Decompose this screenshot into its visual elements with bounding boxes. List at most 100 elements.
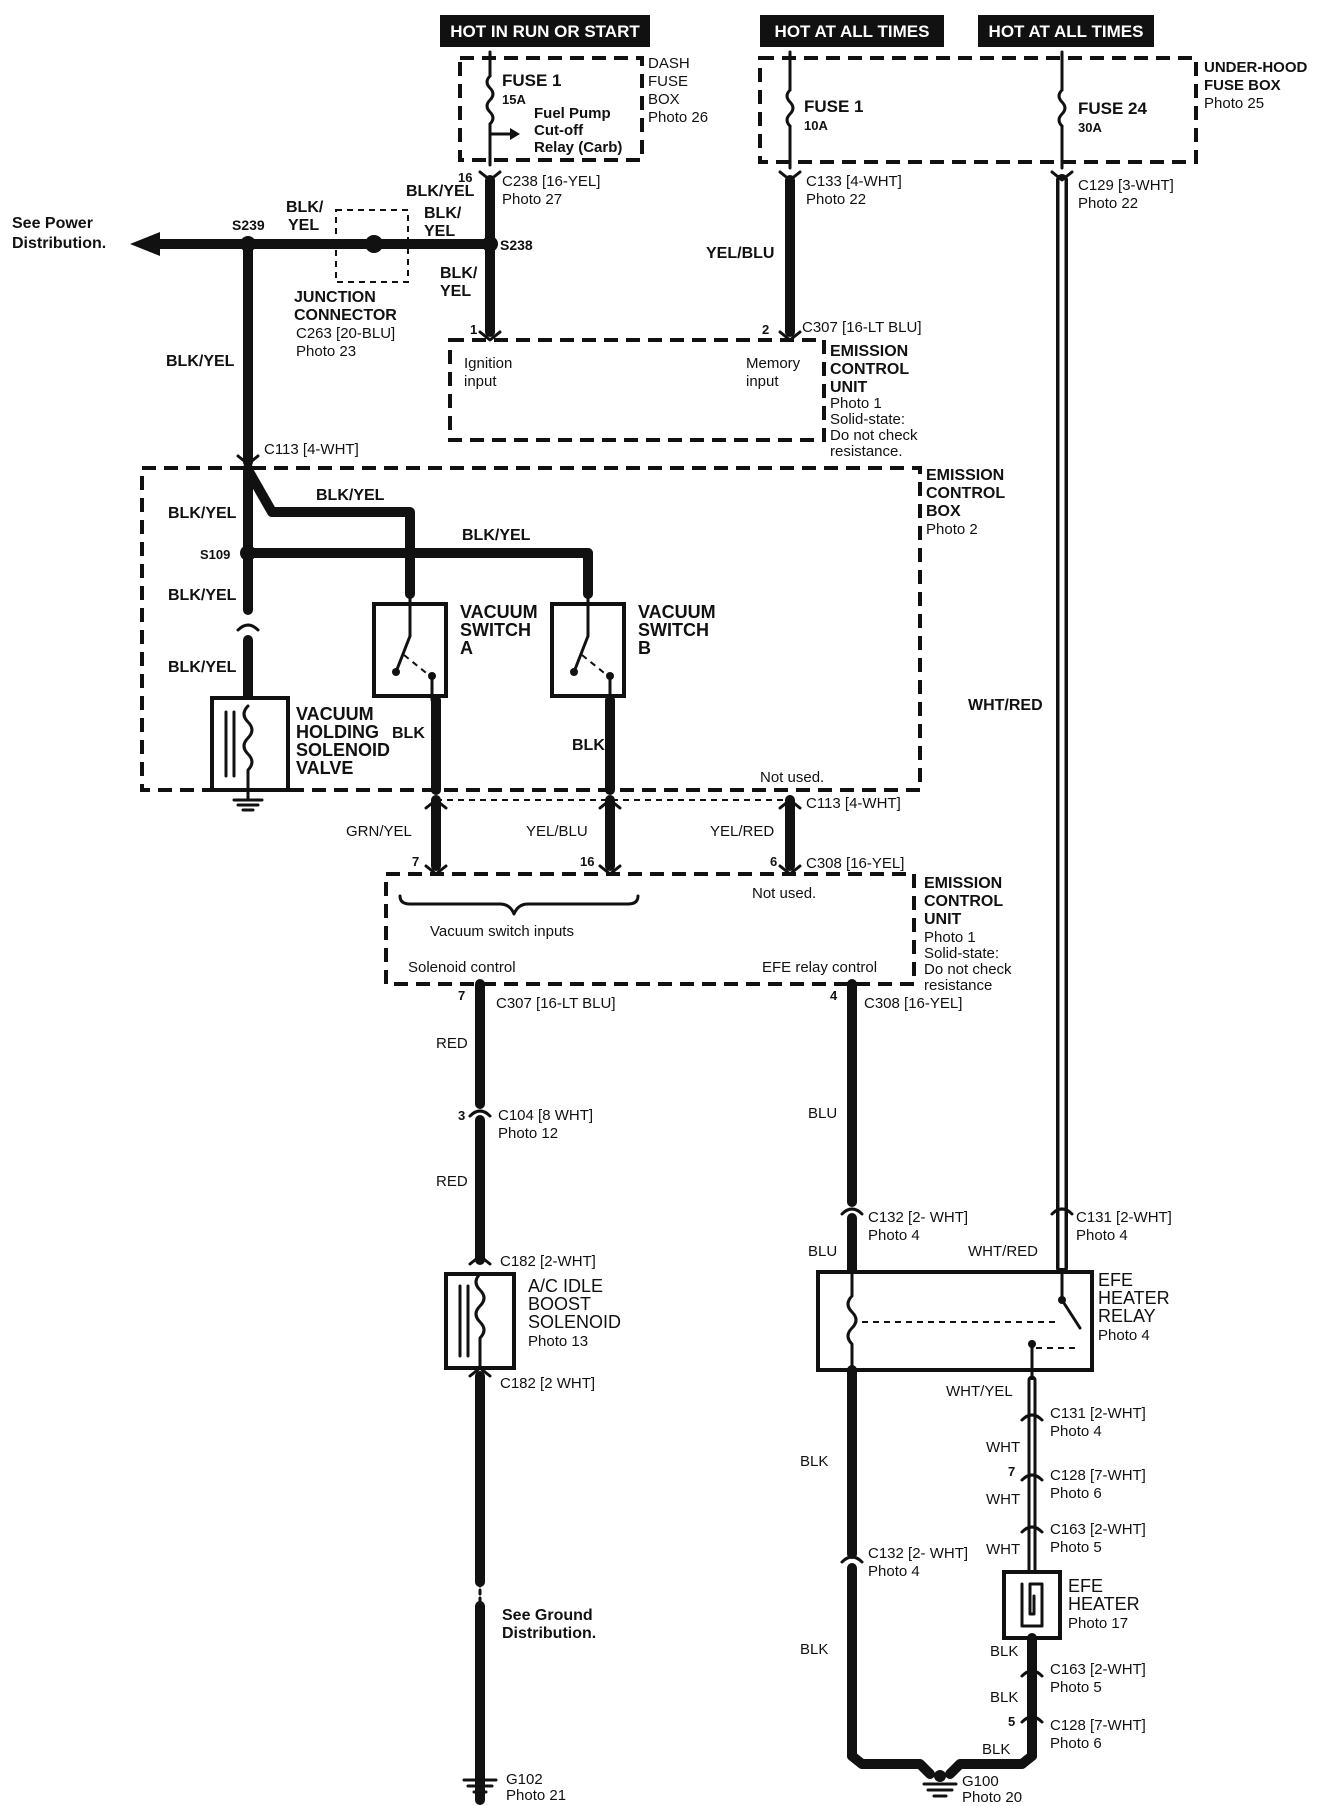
wire-label-blu-1: BLU [808, 1105, 837, 1122]
c307-bottom-label: C307 [16-LT BLU] [496, 995, 616, 1012]
c133-label: C133 [4-WHT] [806, 173, 902, 190]
wire-label-yel-split-2: YEL [424, 223, 455, 240]
ecu-top-note-1: Solid-state: [830, 411, 905, 428]
ecu-top-name-2: CONTROL [830, 361, 909, 378]
c131-top-photo: Photo 4 [1076, 1227, 1128, 1244]
emission-control-box: C113 [4-WHT] EMISSION CONTROL BOX Photo … [140, 441, 1005, 812]
dash-fuse-box-photo: Photo 26 [648, 109, 708, 126]
under-hood-fuse1-label: FUSE 1 [804, 97, 864, 116]
switch-a-2: SWITCH [460, 620, 531, 640]
c238-photo: Photo 27 [502, 191, 562, 208]
wire-label-wht-3: WHT [986, 1541, 1020, 1558]
efe-heater-2: HEATER [1068, 1594, 1140, 1614]
wire-label-blk-right-1: BLK [800, 1453, 828, 1470]
ecu-bottom-not-used: Not used. [752, 885, 816, 902]
efe-heater-1: EFE [1068, 1576, 1103, 1596]
c113-top-label: C113 [4-WHT] [264, 441, 359, 458]
switch-a-1: VACUUM [460, 602, 538, 622]
splice-s239 [240, 236, 256, 252]
header-hot-run-start-text: HOT IN RUN OR START [450, 22, 640, 41]
c104-label: C104 [8 WHT] [498, 1107, 593, 1124]
wire-label-wht-red: WHT/RED [968, 697, 1043, 714]
ignition-input-2: input [464, 373, 497, 390]
vacuum-holding-solenoid [210, 696, 290, 792]
c308-pin16: 16 [580, 854, 594, 869]
wire-label-yel-split-3: YEL [440, 283, 471, 300]
c131-bottom-label: C131 [2-WHT] [1050, 1405, 1146, 1422]
c104-photo: Photo 12 [498, 1125, 558, 1142]
junction-connector-box [335, 209, 409, 283]
under-hood-name-1: UNDER-HOOD [1204, 59, 1307, 76]
c132-top-label: C132 [2- WHT] [868, 1209, 968, 1226]
ecu-bottom-name-1: EMISSION [924, 875, 1002, 892]
ground-dist-1: See Ground [502, 1607, 593, 1624]
c131-top-label: C131 [2-WHT] [1076, 1209, 1172, 1226]
wire-label-blk-yel-left: BLK/YEL [166, 353, 235, 370]
ecb-wire-blk-yel-2: BLK/YEL [316, 487, 385, 504]
wire-label-yel-red: YEL/RED [710, 823, 774, 840]
ac-solenoid-1: A/C IDLE [528, 1276, 603, 1296]
dash-fuse-box: FUSE 1 15A Fuel Pump Cut-off Relay (Carb… [458, 50, 708, 167]
dash-fuse-label: FUSE 1 [502, 71, 562, 90]
solenoid-control: Solenoid control [408, 959, 516, 976]
ecu-top-photo: Photo 1 [830, 395, 882, 412]
c128-bottom-label: C128 [7-WHT] [1050, 1717, 1146, 1734]
switch-b-1: VACUUM [638, 602, 716, 622]
c128-bottom-photo: Photo 6 [1050, 1735, 1102, 1752]
ignition-input-1: Ignition [464, 355, 512, 372]
under-hood-fuse24-label: FUSE 24 [1078, 99, 1148, 118]
c307-top-pin1: 1 [470, 322, 477, 337]
c163-bottom-photo: Photo 5 [1050, 1679, 1102, 1696]
junction-connector-1: JUNCTION [294, 289, 376, 306]
ac-solenoid-2: BOOST [528, 1294, 591, 1314]
ecu-bottom-note-3: resistance [924, 977, 992, 994]
emission-control-unit-top: 1 2 C307 [16-LT BLU] Ignition input Memo… [448, 319, 922, 460]
c238-label: C238 [16-YEL] [502, 173, 600, 190]
switch-b-2: SWITCH [638, 620, 709, 640]
s239-label: S239 [232, 217, 265, 233]
wire-label-blk-heater-3: BLK [982, 1741, 1010, 1758]
wire-label-red-1: RED [436, 1035, 468, 1052]
c163-bottom-label: C163 [2-WHT] [1050, 1661, 1146, 1678]
switch-b-3: B [638, 638, 651, 658]
wire-label-yel-blu-2: YEL/BLU [526, 823, 588, 840]
c263-photo: Photo 23 [296, 343, 356, 360]
wire-label-wht-red-2: WHT/RED [968, 1243, 1038, 1260]
c182-top-label: C182 [2-WHT] [500, 1253, 596, 1270]
wire-label-wht-yel: WHT/YEL [946, 1383, 1013, 1400]
efe-relay-photo: Photo 4 [1098, 1327, 1150, 1344]
dash-fuse-amps: 15A [502, 92, 526, 107]
header-hot-all-times-1-text: HOT AT ALL TIMES [775, 22, 930, 41]
junction-connector-2: CONNECTOR [294, 307, 397, 324]
c132-bottom-label: C132 [2- WHT] [868, 1545, 968, 1562]
under-hood-fuse-box: FUSE 1 10A FUSE 24 30A UNDER-HOOD FUSE B… [758, 50, 1307, 170]
c308-top-label: C308 [16-YEL] [806, 855, 904, 872]
ecb-name-1: EMISSION [926, 467, 1004, 484]
c129-label: C129 [3-WHT] [1078, 177, 1174, 194]
ecu-top-name-3: UNIT [830, 379, 868, 396]
ecu-bottom-name-2: CONTROL [924, 893, 1003, 910]
c307-bottom-pin: 7 [458, 988, 465, 1003]
c131-bottom-photo: Photo 4 [1050, 1423, 1102, 1440]
header-hot-at-all-times-2: HOT AT ALL TIMES [978, 15, 1154, 47]
header-hot-all-times-2-text: HOT AT ALL TIMES [989, 22, 1144, 41]
ac-solenoid-3: SOLENOID [528, 1312, 621, 1332]
ecu-bottom-photo: Photo 1 [924, 929, 976, 946]
relay-line-3: Relay (Carb) [534, 139, 622, 156]
under-hood-name-2: FUSE BOX [1204, 77, 1281, 94]
ground-dist-2: Distribution. [502, 1625, 596, 1642]
wire-label-blk-heater-2: BLK [990, 1689, 1018, 1706]
wire-label-blu-2: BLU [808, 1243, 837, 1260]
splice-s238 [482, 236, 498, 252]
ecb-not-used: Not used. [760, 769, 824, 786]
ecu-top-name-1: EMISSION [830, 343, 908, 360]
ecu-bottom-note-2: Do not check [924, 961, 1012, 978]
efe-relay-control: EFE relay control [762, 959, 877, 976]
s109-label: S109 [200, 547, 230, 562]
efe-relay-2: HEATER [1098, 1288, 1170, 1308]
header-hot-in-run-or-start: HOT IN RUN OR START [440, 15, 650, 47]
ac-idle-boost-solenoid: C182 [2-WHT] A/C IDLE BOOST SOLENOID Pho… [444, 1253, 621, 1392]
dash-fuse-box-name-3: BOX [648, 91, 680, 108]
efe-heater-relay: EFE HEATER RELAY Photo 4 [816, 1270, 1170, 1382]
